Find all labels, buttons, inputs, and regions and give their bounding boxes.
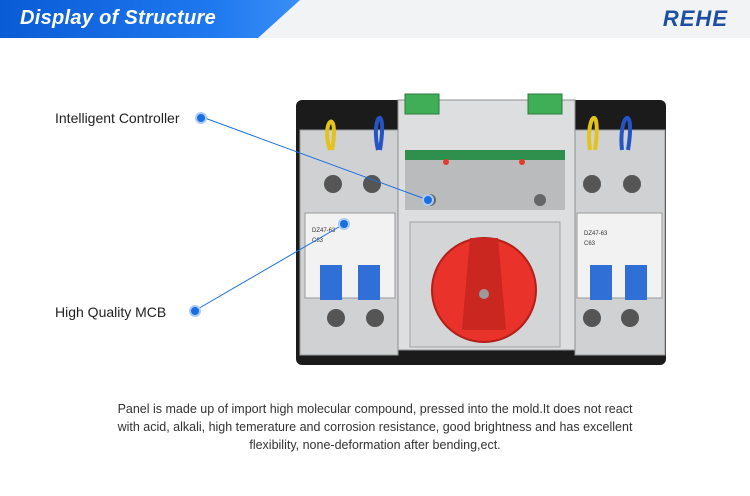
wire-blue-right xyxy=(619,115,633,151)
callout-dot xyxy=(189,305,201,317)
controller-screw xyxy=(534,194,546,206)
screw-terminal xyxy=(324,175,342,193)
wire-yellow-right xyxy=(587,115,599,151)
screw-terminal xyxy=(583,175,601,193)
callout-line-controller xyxy=(201,116,429,201)
knob-screw xyxy=(479,289,489,299)
mcb-left-toggle xyxy=(320,265,342,300)
screw-terminal xyxy=(623,175,641,193)
mcb-right-rating: C63 xyxy=(584,241,596,247)
screw-terminal xyxy=(327,309,345,327)
title-banner xyxy=(0,0,300,38)
wire-yellow-left xyxy=(325,119,336,151)
mcb-left-model: DZ47-63 xyxy=(312,228,336,234)
mcb-left-rating: C63 xyxy=(312,238,324,244)
green-terminal-left xyxy=(404,93,440,115)
controller-pcb-strip xyxy=(405,150,565,160)
screw-terminal xyxy=(583,309,601,327)
description-line: with acid, alkali, high temerature and c… xyxy=(117,420,633,434)
screw-terminal xyxy=(621,309,639,327)
mcb-right-toggle xyxy=(625,265,647,300)
knob-handle xyxy=(462,238,506,330)
description-line: flexibility, none-deformation after bend… xyxy=(249,438,501,452)
screw-terminal xyxy=(366,309,384,327)
brand-logo: REHE xyxy=(662,6,728,31)
mcb-right-model: DZ47-63 xyxy=(584,231,608,237)
mcb-left-toggle xyxy=(358,265,380,300)
indicator-led xyxy=(519,159,525,165)
description: Panel is made up of import high molecula… xyxy=(0,400,750,454)
page-title: Display of Structure xyxy=(20,7,217,29)
callout-dot xyxy=(195,112,207,124)
screw-terminal xyxy=(363,175,381,193)
callout-target-dot xyxy=(422,194,434,206)
description-line: Panel is made up of import high molecula… xyxy=(117,402,633,416)
indicator-led xyxy=(443,159,449,165)
callout-intelligent-controller: Intelligent Controller xyxy=(55,110,180,126)
callout-target-dot xyxy=(338,218,350,230)
wire-blue-left xyxy=(373,115,385,151)
green-terminal-right xyxy=(527,93,563,115)
callout-high-quality-mcb: High Quality MCB xyxy=(55,304,167,320)
callout-line-mcb xyxy=(195,223,345,311)
mcb-right-toggle xyxy=(590,265,612,300)
